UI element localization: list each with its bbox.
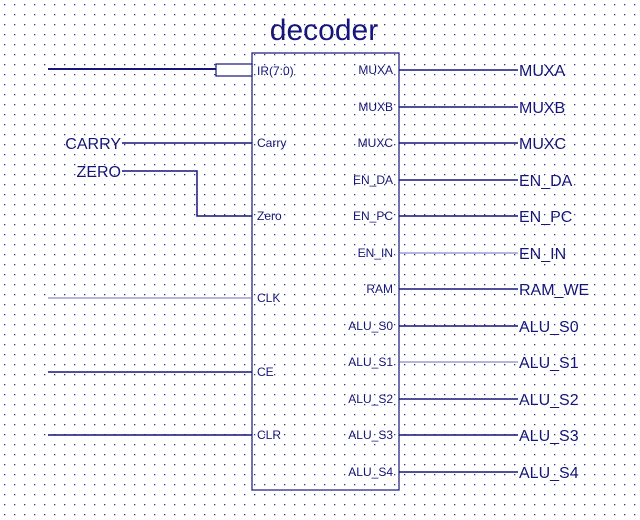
pin-label-muxc: MUXC xyxy=(358,136,394,150)
carry-net-label: CARRY xyxy=(65,136,121,153)
net-label-muxc: MUXC xyxy=(519,136,566,153)
component-title: decoder xyxy=(270,14,378,47)
pin-label-zero: Zero xyxy=(257,209,282,223)
net-label-muxa: MUXA xyxy=(519,63,566,80)
pin-label-muxb: MUXB xyxy=(358,100,393,114)
zero-wire[interactable] xyxy=(122,170,252,217)
input-wires xyxy=(48,63,253,436)
net-label-alu_s4: ALU_S4 xyxy=(519,465,579,482)
ir-bus-connector xyxy=(215,63,253,77)
pin-label-clr: CLR xyxy=(257,428,281,442)
pin-label-alu_s1: ALU_S1 xyxy=(348,355,393,369)
net-label-en_in: EN_IN xyxy=(519,246,566,263)
pin-label-alu_s2: ALU_S2 xyxy=(348,392,393,406)
pin-label-ir: IR(7:0) xyxy=(257,64,294,78)
net-label-en_da: EN_DA xyxy=(519,173,573,190)
pin-label-en_pc: EN_PC xyxy=(353,209,393,223)
pin-label-carry: Carry xyxy=(257,136,286,150)
zero-net-label: ZERO xyxy=(77,164,121,181)
pin-label-alu_s3: ALU_S3 xyxy=(348,428,393,442)
net-label-en_pc: EN_PC xyxy=(519,209,572,226)
pin-label-muxa: MUXA xyxy=(358,63,393,77)
net-label-alu_s3: ALU_S3 xyxy=(519,428,579,445)
pin-label-clk: CLK xyxy=(257,291,280,305)
net-label-ram_we: RAM_WE xyxy=(519,282,589,299)
pin-label-alu_s4: ALU_S4 xyxy=(348,465,393,479)
net-label-alu_s0: ALU_S0 xyxy=(519,319,579,336)
pin-label-ram: RAM xyxy=(366,282,393,296)
net-label-alu_s1: ALU_S1 xyxy=(519,355,579,372)
pin-label-en_in: EN_IN xyxy=(358,246,393,260)
pin-label-en_da: EN_DA xyxy=(353,173,393,187)
net-label-alu_s2: ALU_S2 xyxy=(519,392,579,409)
output-pins: MUXA MUXA MUXB MUXB MUXC MUXC EN_DA EN_DA EN_PC E… xyxy=(348,63,589,482)
net-label-muxb: MUXB xyxy=(519,100,565,117)
pin-label-ce: CE xyxy=(257,365,274,379)
component-body[interactable] xyxy=(251,52,400,491)
pin-label-alu_s0: ALU_S0 xyxy=(348,319,393,333)
